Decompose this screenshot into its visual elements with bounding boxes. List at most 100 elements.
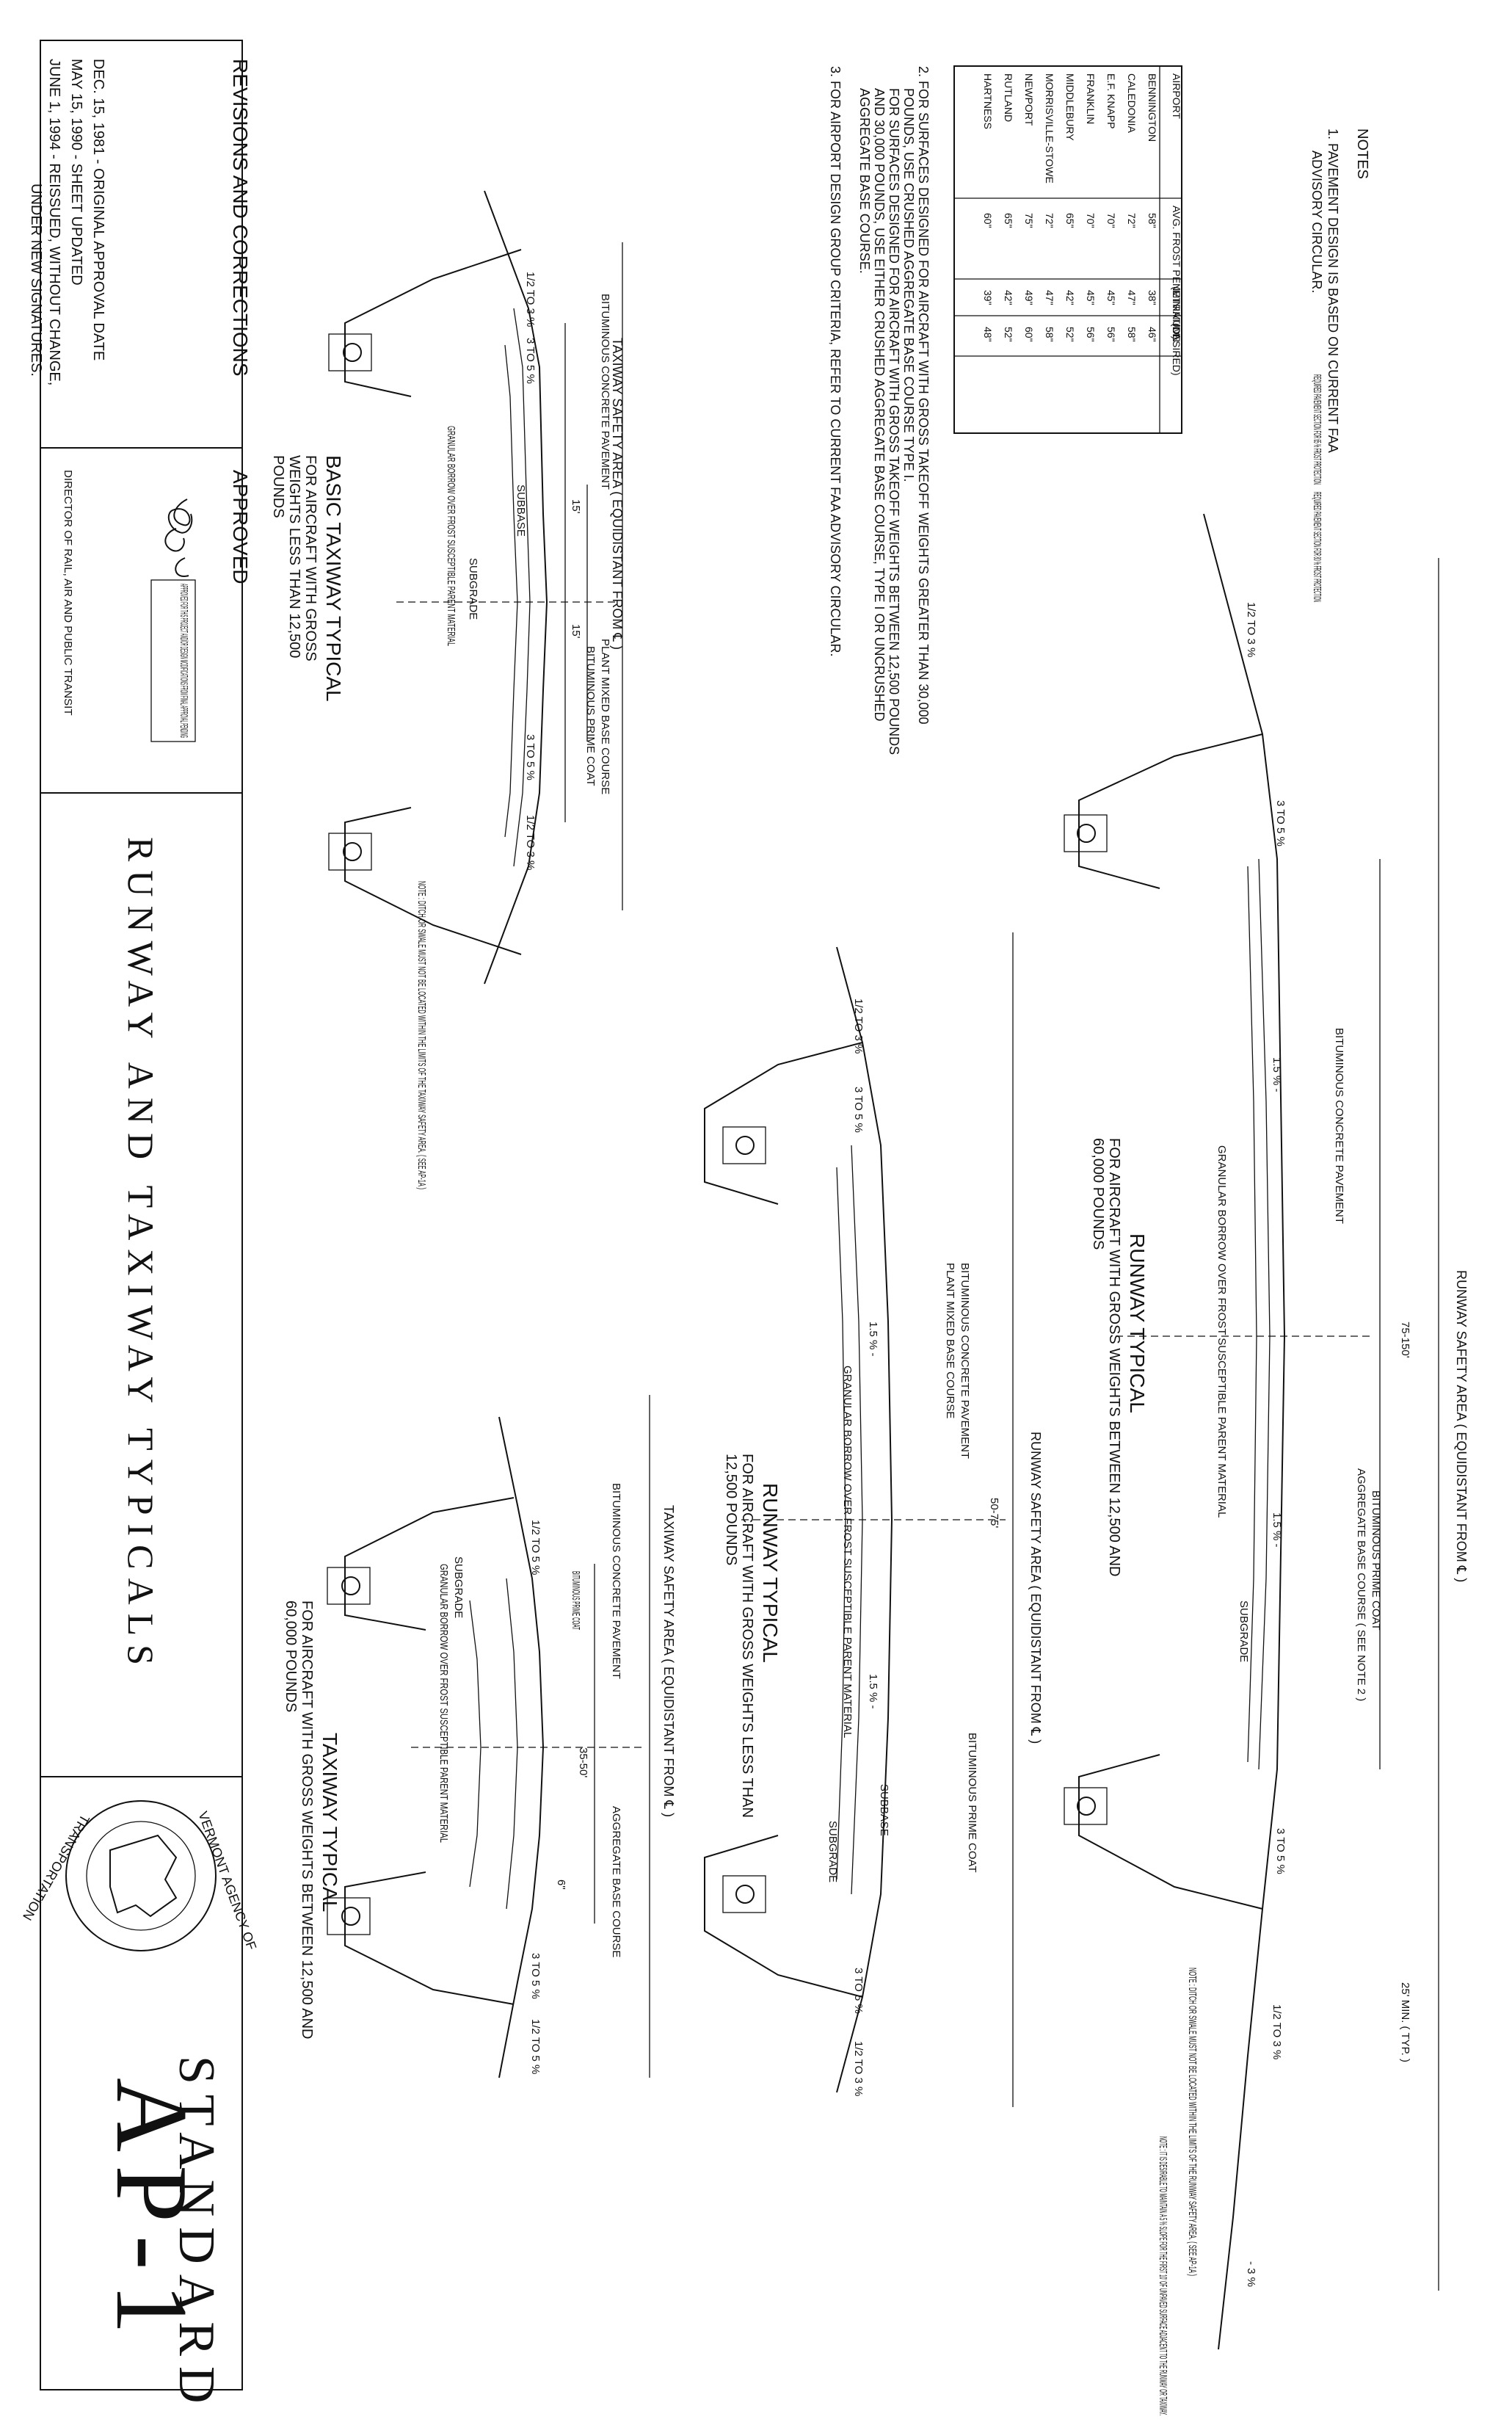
width-dim: 75-150' xyxy=(1399,1322,1411,1358)
runway-small-title: RUNWAY TYPICAL xyxy=(759,1483,782,1663)
table-cell-value: 42" xyxy=(1064,290,1076,305)
runway-note-ditch: NOTE : DITCH OR SWALE MUST NOT BE LOCATE… xyxy=(1186,1968,1199,2276)
table-cell-value: 52" xyxy=(1064,327,1076,342)
prime-coat-label: BITUMINOUS PRIME COAT xyxy=(966,1733,978,1873)
ditch-slope: 3 TO 5 % xyxy=(1274,1828,1287,1874)
basic-taxiway-title: BASIC TAXIWAY TYPICAL xyxy=(322,455,345,702)
table-cell-value: 58" xyxy=(1044,327,1055,342)
slope-label: 1/2 TO 5 % xyxy=(529,1520,542,1575)
taxiway-note: NOTE : DITCH OR SWALE MUST NOT BE LOCATE… xyxy=(415,881,428,1189)
basic-taxiway-section: TAXIWAY SAFETY AREA ( EQUIDISTANT FROM ℄… xyxy=(270,190,625,1189)
pavement-label: BITUMINOUS CONCRETE PAVEMENT xyxy=(610,1483,622,1679)
borrow-label: GRANULAR BORROW OVER FROST SUSCEPTIBLE P… xyxy=(445,426,457,646)
ditch-slope: 3 TO 5 % xyxy=(529,1953,542,1999)
slope-label: 1/2 TO 5 % xyxy=(529,2019,542,2074)
ditch-slope: 3 TO 5 % xyxy=(524,338,537,384)
table-cell-airport: MORRISVILLE-STOWE xyxy=(1044,73,1055,184)
subgrade-label: SUBGRADE xyxy=(826,1821,839,1882)
subgrade-label: SUBGRADE xyxy=(452,1556,465,1618)
approval-stamp: APPROVED FOR THIS PROJECT AND/OR DESIGN … xyxy=(178,584,190,738)
runway-large-section: RUNWAY SAFETY AREA ( EQUIDISTANT FROM ℄ … xyxy=(1064,513,1469,2415)
slope-label: 1/2 TO 3 % xyxy=(524,272,537,327)
ditch-slope: 3 TO 5 % xyxy=(852,1087,865,1133)
runway-large-title: RUNWAY TYPICAL xyxy=(1126,1233,1149,1413)
table-cell-value: 47" xyxy=(1044,290,1055,305)
table-cell-airport: BENNINGTON xyxy=(1146,73,1158,142)
dim-15: 15' xyxy=(570,624,582,639)
prime-coat-label: BITUMINOUS PRIME COAT xyxy=(584,646,597,786)
cross-slope: 1.5 % - xyxy=(1271,1057,1283,1092)
table-cell-value: 60" xyxy=(982,213,994,228)
table-cell-value: 60" xyxy=(1023,327,1035,342)
table-cell-value: 72" xyxy=(1044,213,1055,228)
note-2e: AGGREGATE BASE COURSE. xyxy=(857,88,872,274)
borrow-label: GRANULAR BORROW OVER FROST SUSCEPTIBLE P… xyxy=(841,1366,854,1738)
revision-line: MAY 15, 1990 - SHEET UPDATED xyxy=(68,59,84,286)
shoulder-dim: 25' MIN. ( TYP. ) xyxy=(1399,1982,1411,2062)
note-2: 2. FOR SURFACES DESIGNED FOR AIRCRAFT WI… xyxy=(916,66,931,724)
table-cell-value: 38" xyxy=(1146,290,1158,305)
table-header: AVG. FROST PENETRATION xyxy=(1171,206,1182,342)
table-cell-value: 46" xyxy=(1146,327,1158,342)
note-2d: AND 30,000 POUNDS, USE EITHER CRUSHED AG… xyxy=(872,88,887,722)
approved-by: DIRECTOR OF RAIL, AIR AND PUBLIC TRANSIT xyxy=(62,470,74,716)
table-cell-airport: NEWPORT xyxy=(1023,73,1035,126)
runway-large-sub2: 60,000 POUNDS xyxy=(1090,1138,1106,1250)
base-label: AGGREGATE BASE COURSE xyxy=(610,1806,622,1957)
slope-label: 1/2 TO 3 % xyxy=(524,815,537,870)
table-cell-value: 58" xyxy=(1146,213,1158,228)
taxiway-sub2: 60,000 POUNDS xyxy=(283,1601,299,1712)
dim-15: 15' xyxy=(570,499,582,514)
table-cell-airport: RUTLAND xyxy=(1003,73,1014,122)
table-cell-value: 56" xyxy=(1085,327,1097,342)
basic-taxiway-sub3: POUNDS xyxy=(270,455,286,518)
ditch-slope: 3 TO 5 % xyxy=(1274,800,1287,847)
table-cell-value: 70" xyxy=(1105,213,1117,228)
taxiway-safety-label: TAXIWAY SAFETY AREA ( EQUIDISTANT FROM ℄… xyxy=(661,1505,676,1817)
table-cell-value: 42" xyxy=(1003,290,1014,305)
slope-label: 1/2 TO 3 % xyxy=(852,998,865,1054)
table-cell-value: 48" xyxy=(982,327,994,342)
cross-slope: 1.5 % - xyxy=(1271,1512,1283,1548)
revision-line: JUNE 1, 1994 - REISSUED, WITHOUT CHANGE, xyxy=(46,59,62,385)
basic-taxiway-sub1: FOR AIRCRAFT WITH GROSS xyxy=(302,455,319,661)
table-cell-value: 52" xyxy=(1003,327,1014,342)
taxiway-title: TAXIWAY TYPICAL xyxy=(319,1733,341,1912)
table-note-65: REQUIRED PAVEMENT SECTION FOR 65 % FROST… xyxy=(1311,374,1323,485)
notes-heading: NOTES xyxy=(1354,128,1370,179)
table-cell-value: 47" xyxy=(1126,290,1138,305)
dim-6in: 6" xyxy=(555,1879,567,1890)
width-dim: 35-50' xyxy=(577,1747,589,1777)
table-header: (MINIMUM) xyxy=(1171,286,1182,339)
note-3: 3. FOR AIRPORT DESIGN GROUP CRITERIA, RE… xyxy=(828,66,843,657)
runway-large-sub1: FOR AIRCRAFT WITH GROSS WEIGHTS BETWEEN … xyxy=(1106,1138,1122,1577)
borrow-label: GRANULAR BORROW OVER FROST SUSCEPTIBLE P… xyxy=(1215,1145,1228,1518)
standard-word: STANDARD xyxy=(168,2056,225,2414)
sheet-title: RUNWAY AND TAXIWAY TYPICALS xyxy=(120,837,161,1674)
prime-coat-label: BITUMINOUS PRIME COAT xyxy=(1370,1490,1382,1631)
base-label: AGGREGATE BASE COURSE ( SEE NOTE 2 ) xyxy=(1355,1468,1367,1701)
cross-slope: 1.5 % - xyxy=(867,1674,879,1709)
slope-label: 1/2 TO 3 % xyxy=(1245,602,1257,657)
table-cell-value: 65" xyxy=(1003,213,1014,228)
table-cell-value: 45" xyxy=(1105,290,1117,305)
table-cell-value: 49" xyxy=(1023,290,1035,305)
pavement-label: BITUMINOUS CONCRETE PAVEMENT xyxy=(599,294,611,490)
revision-line: UNDER NEW SIGNATURES. xyxy=(28,184,44,377)
approved-label: APPROVED xyxy=(229,470,252,584)
note-1b: ADVISORY CIRCULAR. xyxy=(1309,151,1324,293)
ditch-slope: 3 TO 5 % xyxy=(852,1968,865,2014)
note-2b: POUNDS, USE CRUSHED AGGREGATE BASE COURS… xyxy=(901,88,916,482)
runway-small-section: RUNWAY SAFETY AREA ( EQUIDISTANT FROM ℄ … xyxy=(704,932,1043,2107)
table-cell-value: 70" xyxy=(1085,213,1097,228)
standard-id: AP-1 xyxy=(95,2078,208,2348)
cross-slope: 1.5 % - xyxy=(867,1322,879,1357)
prime-coat-label: BITUMINOUS PRIME COAT xyxy=(570,1571,582,1630)
borrow-label: GRANULAR BORROW OVER FROST SUSCEPTIBLE P… xyxy=(437,1564,450,1843)
table-cell-value: 72" xyxy=(1126,213,1138,228)
ditch-slope: 3 TO 5 % xyxy=(524,734,537,780)
table-cell-airport: E.F. KNAPP xyxy=(1105,73,1117,128)
table-cell-value: 56" xyxy=(1105,327,1117,342)
